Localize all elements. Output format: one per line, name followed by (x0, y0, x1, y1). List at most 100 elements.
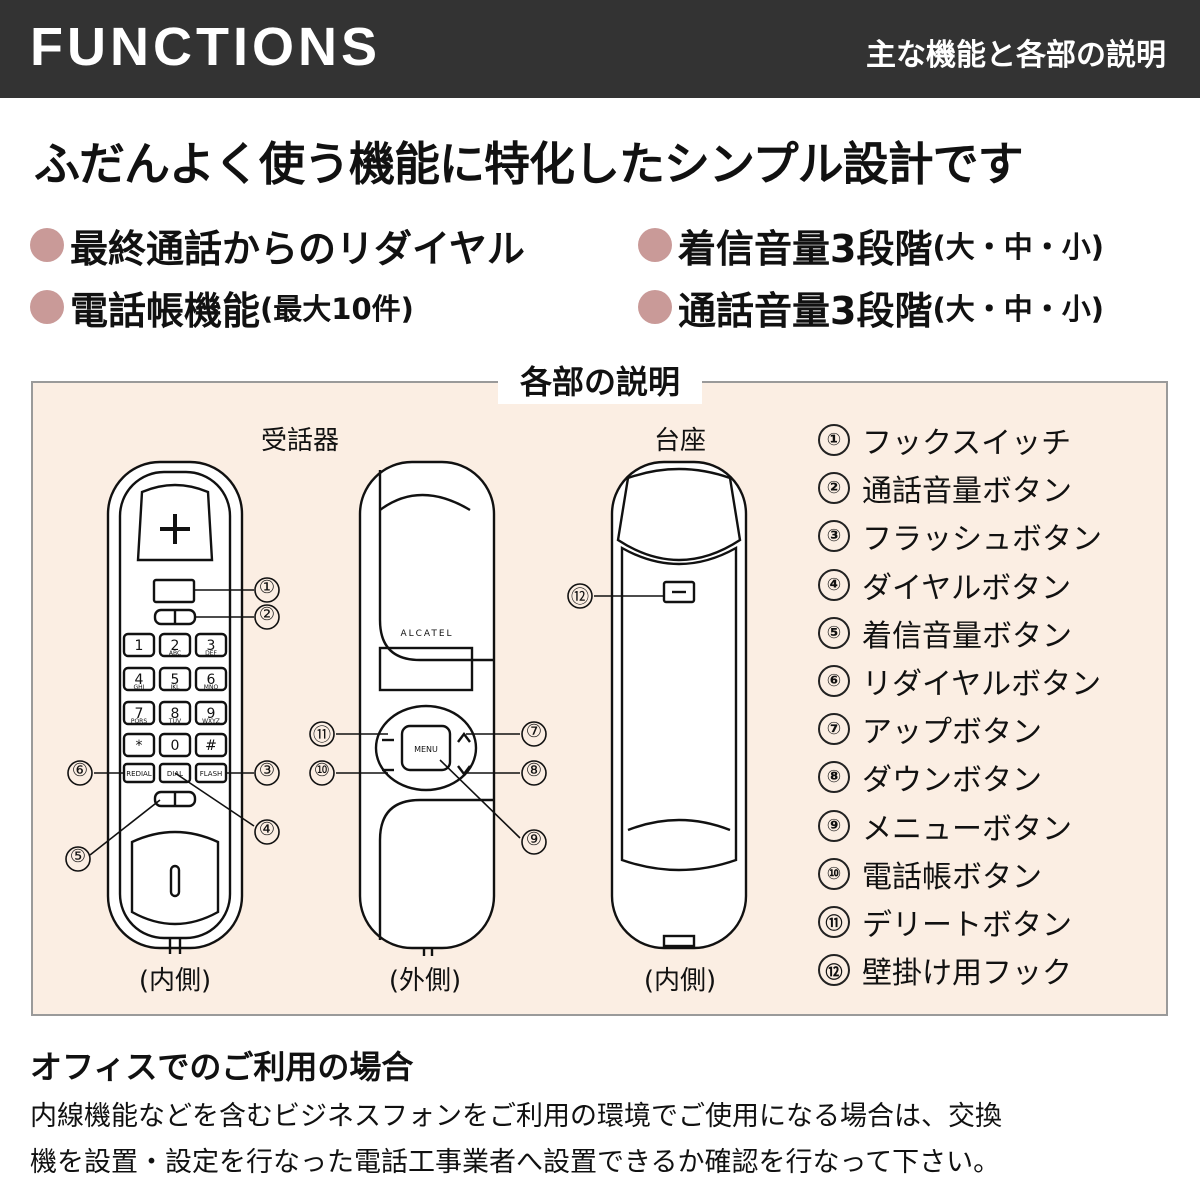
key-2 (158, 632, 192, 658)
office-line: 機を設置・設定を行なった電話工事業者へ設置できるか確認を行なって下さい。 (30, 1147, 1001, 1178)
key-0 (158, 732, 192, 758)
key-label: 9 (207, 706, 216, 722)
headline: ふだんよく使う機能に特化したシンプル設計です (34, 137, 1024, 191)
feature-item-phonebook: 電話帳機能 (最大10件) (30, 282, 414, 333)
feature-main: 通話音量3段階 (678, 288, 933, 333)
callout-5 (65, 846, 91, 872)
key-8 (158, 700, 192, 726)
legend-name: メニューボタン (862, 811, 1072, 847)
base-drawing (610, 460, 748, 950)
mic-slot (169, 864, 181, 898)
callout-9 (521, 829, 547, 855)
legend-name: 電話帳ボタン (862, 859, 1042, 895)
page-title: FUNCTIONS (30, 17, 381, 77)
legend-name: アップボタン (862, 715, 1042, 751)
legend-item: ③ フラッシュボタン (818, 512, 1148, 560)
header-bar: FUNCTIONS 主な機能と各部の説明 (0, 0, 1200, 98)
func-key-label: DIAL (167, 770, 183, 778)
base-cord-slot (662, 934, 696, 948)
handset-inner-drawing: 1 2 3 4 5 6 7 8 9 * 0 # ABC DEF GHI JKL … (106, 460, 244, 954)
legend-number: ⑤ (818, 616, 850, 649)
bullet-dot-icon (638, 228, 672, 262)
mouthpiece-area (130, 830, 220, 926)
callout-number: ⑥ (71, 760, 89, 781)
feature-item-ring-volume: 着信音量3段階 (大・中・小) (638, 220, 1104, 271)
feature-note: (最大10件) (260, 292, 414, 326)
legend-number: ⑩ (818, 857, 850, 890)
leader-9 (439, 759, 521, 839)
menu-label: MENU (414, 745, 438, 754)
key-label: 6 (207, 672, 216, 688)
callout-number: ⑪ (313, 725, 331, 746)
key-9 (194, 700, 228, 726)
legend-name: ダイヤルボタン (862, 570, 1072, 606)
callout-number: ⑩ (313, 760, 331, 781)
callout-number: ② (258, 604, 276, 625)
legend-name: 壁掛け用フック (862, 956, 1072, 992)
key-dial (158, 762, 192, 784)
feature-main: 最終通話からのリダイヤル (70, 226, 525, 271)
key-letters: TUV (168, 718, 182, 725)
callout-number: ⑤ (69, 846, 87, 867)
key-label: 1 (135, 638, 144, 654)
legend-number: ③ (818, 520, 850, 553)
earpiece-area (136, 483, 214, 562)
bullet-dot-icon (638, 290, 672, 324)
outer-top-arc (379, 493, 471, 512)
callout-number: ⑫ (571, 587, 589, 608)
key-4 (122, 666, 156, 692)
key-letters: PQRS (131, 718, 148, 725)
feature-note: (大・中・小) (932, 292, 1104, 326)
legend-name: フラッシュボタン (862, 522, 1102, 558)
callout-number: ④ (258, 819, 276, 840)
base-middle-recess (620, 545, 738, 872)
callout-lines (89, 589, 664, 856)
menu-button (400, 724, 452, 772)
callout-number: ① (258, 577, 276, 598)
legend-number: ⑥ (818, 665, 850, 698)
func-key-label: FLASH (200, 770, 223, 778)
base-body (610, 460, 748, 950)
feature-note: (大・中・小) (932, 230, 1104, 264)
key-letters: MNO (204, 684, 219, 691)
office-body: 内線機能などを含むビジネスフォンをご利用の環境でご使用になる場合は、交換 機を設… (30, 1094, 1180, 1186)
legend-name: リダイヤルボタン (862, 667, 1102, 703)
legend-number: ② (818, 472, 850, 505)
base-label: 台座 (653, 426, 706, 456)
parts-title: 各部の説明 (498, 360, 702, 404)
brand-label: ALCATEL (400, 629, 453, 639)
key-5 (158, 666, 192, 692)
caption-handset-outer: (外側) (388, 966, 462, 996)
legend-number: ① (818, 424, 850, 457)
base-lower-arc (627, 818, 731, 832)
key-label: * (136, 738, 143, 754)
key-label: 0 (171, 738, 180, 754)
legend-item: ⑩ 電話帳ボタン (818, 850, 1148, 898)
key-letters: GHI (134, 684, 145, 691)
office-heading: オフィスでのご利用の場合 (30, 1048, 414, 1086)
callout-8 (521, 760, 547, 786)
callout-number: ⑨ (525, 829, 543, 850)
callout-11 (309, 721, 335, 747)
legend-item: ⑥ リダイヤルボタン (818, 657, 1148, 705)
bullet-dot-icon (30, 290, 64, 324)
outer-curve-top (378, 470, 494, 662)
key-label: 8 (171, 706, 180, 722)
down-arrow-icon (457, 765, 471, 776)
office-note: オフィスでのご利用の場合 内線機能などを含むビジネスフォンをご利用の環境でご使用… (30, 1042, 1180, 1186)
legend-number: ⑫ (818, 954, 850, 987)
bullet-dot-icon (30, 228, 64, 262)
callout-number: ③ (258, 760, 276, 781)
key-label: 4 (135, 672, 144, 688)
key-label: 2 (171, 638, 180, 654)
key-letters: WXYZ (202, 718, 220, 725)
feature-list: 最終通話からのリダイヤル 着信音量3段階 (大・中・小) 電話帳機能 (最大10… (0, 220, 1200, 340)
